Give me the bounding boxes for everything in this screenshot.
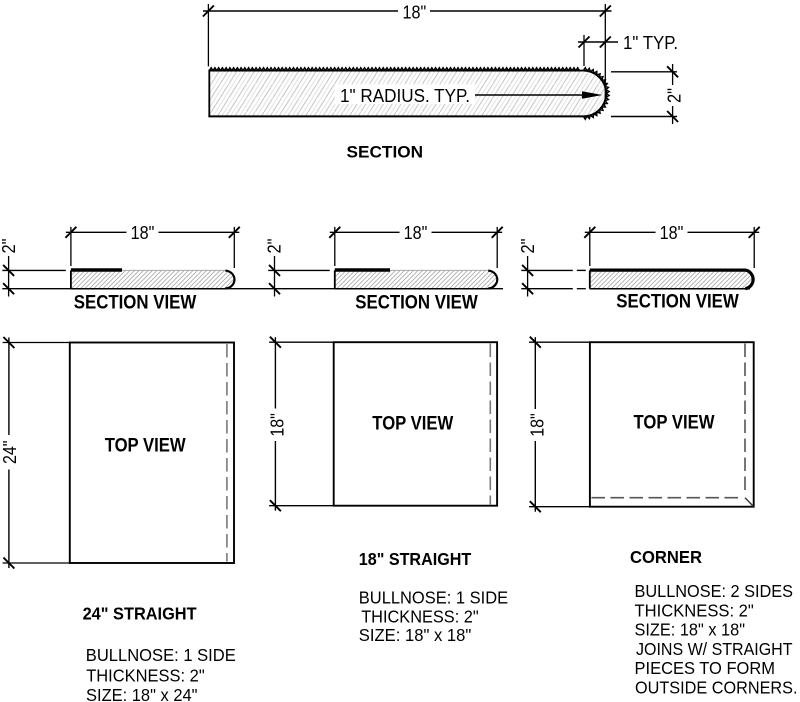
svg-text:18": 18" — [403, 3, 427, 23]
svg-text:18": 18" — [404, 223, 428, 243]
svg-text:CORNER: CORNER — [630, 547, 702, 567]
svg-text:SIZE: 18" x 18": SIZE: 18" x 18" — [359, 625, 472, 645]
svg-text:18": 18" — [528, 413, 548, 437]
svg-text:JOINS W/ STRAIGHT: JOINS W/ STRAIGHT — [636, 639, 793, 659]
svg-text:BULLNOSE: 2 SIDES: BULLNOSE: 2 SIDES — [635, 581, 794, 601]
svg-text:TOP VIEW: TOP VIEW — [105, 435, 186, 456]
svg-text:SIZE: 18" x 18": SIZE: 18" x 18" — [635, 620, 746, 640]
svg-text:SECTION: SECTION — [347, 143, 424, 162]
svg-text:18": 18" — [268, 413, 288, 437]
svg-text:TOP VIEW: TOP VIEW — [634, 413, 715, 434]
svg-text:TOP VIEW: TOP VIEW — [372, 414, 453, 435]
svg-text:1" TYP.: 1" TYP. — [623, 33, 678, 53]
svg-text:2": 2" — [265, 239, 285, 254]
svg-text:24" STRAIGHT: 24" STRAIGHT — [83, 604, 197, 624]
svg-text:SECTION VIEW: SECTION VIEW — [74, 292, 197, 314]
svg-text:SECTION VIEW: SECTION VIEW — [616, 291, 739, 313]
svg-text:2": 2" — [0, 239, 19, 254]
svg-text:SECTION VIEW: SECTION VIEW — [355, 292, 478, 314]
svg-text:2": 2" — [518, 239, 538, 254]
svg-text:SIZE: 18" x 24": SIZE: 18" x 24" — [86, 685, 198, 702]
svg-text:BULLNOSE: 1 SIDE: BULLNOSE: 1 SIDE — [359, 588, 508, 608]
svg-text:2": 2" — [664, 88, 684, 103]
svg-text:18": 18" — [131, 223, 155, 243]
svg-text:1" RADIUS. TYP.: 1" RADIUS. TYP. — [340, 86, 470, 106]
svg-text:THICKNESS: 2": THICKNESS: 2" — [361, 606, 479, 626]
svg-text:OUTSIDE CORNERS.: OUTSIDE CORNERS. — [635, 678, 798, 698]
svg-text:18" STRAIGHT: 18" STRAIGHT — [359, 549, 472, 569]
svg-text:PIECES TO FORM: PIECES TO FORM — [635, 658, 776, 678]
svg-text:THICKNESS: 2": THICKNESS: 2" — [86, 665, 205, 685]
svg-text:24": 24" — [0, 441, 20, 465]
svg-text:18": 18" — [660, 223, 684, 243]
svg-text:THICKNESS: 2": THICKNESS: 2" — [635, 600, 754, 620]
svg-text:BULLNOSE: 1 SIDE: BULLNOSE: 1 SIDE — [86, 645, 236, 665]
